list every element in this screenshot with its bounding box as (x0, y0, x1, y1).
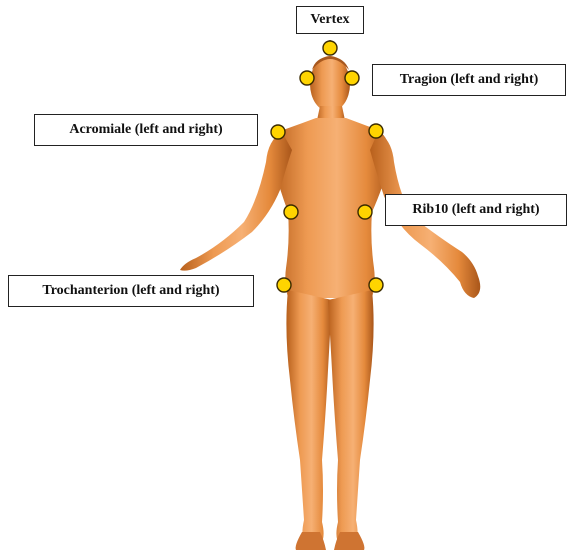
right-leg (328, 290, 374, 546)
rib10-label: Rib10 (left and right) (385, 194, 567, 226)
acromiale-left-marker (271, 125, 285, 139)
trochanterion-right-marker (369, 278, 383, 292)
tragion-left-marker (300, 71, 314, 85)
vertex-marker (323, 41, 337, 55)
left-arm (180, 132, 292, 271)
acromiale-right-marker (369, 124, 383, 138)
acromiale-label: Acromiale (left and right) (34, 114, 258, 146)
tragion-right-marker (345, 71, 359, 85)
rib10-right-marker (358, 205, 372, 219)
trochanterion-left-marker (277, 278, 291, 292)
trochanterion-label: Trochanterion (left and right) (8, 275, 254, 307)
left-leg (286, 290, 332, 546)
tragion-label: Tragion (left and right) (372, 64, 566, 96)
rib10-left-marker (284, 205, 298, 219)
vertex-label: Vertex (296, 6, 364, 34)
head (310, 56, 350, 112)
